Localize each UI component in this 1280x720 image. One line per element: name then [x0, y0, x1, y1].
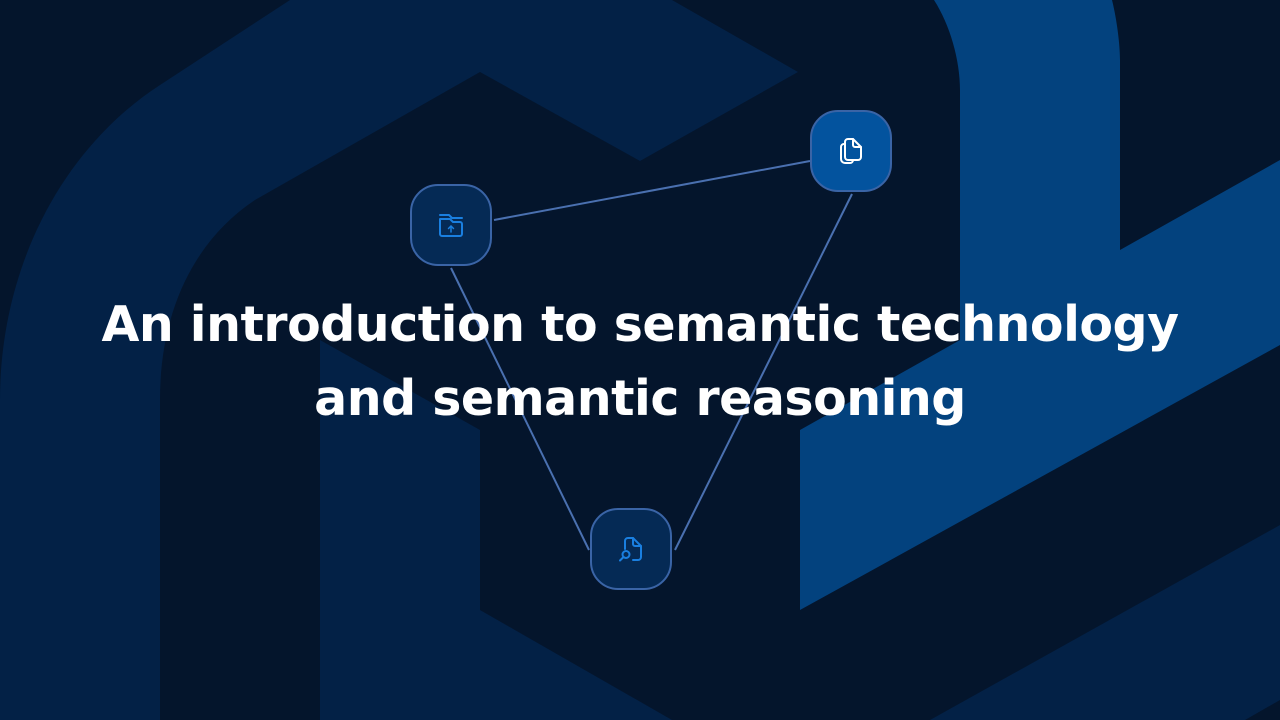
- node-document-search[interactable]: [590, 508, 672, 590]
- connector-documents-search: [674, 193, 853, 551]
- bg-arch-shape: [0, 0, 798, 720]
- folder-upload-icon: [439, 214, 463, 237]
- node-folder-upload[interactable]: [410, 184, 492, 266]
- title-line-2: and semantic reasoning: [314, 370, 966, 427]
- node-documents[interactable]: [810, 110, 892, 192]
- bg-bottom-right-band: [930, 525, 1280, 720]
- title-line-1: An introduction to semantic technology: [101, 296, 1179, 353]
- connector-folder-search: [450, 267, 590, 551]
- slide-title: An introduction to semantic technology a…: [0, 288, 1280, 436]
- bg-bright-bar: [800, 0, 1280, 610]
- bg-inner-column: [320, 340, 672, 720]
- document-search-icon: [619, 537, 642, 562]
- connector-folder-documents: [493, 160, 811, 221]
- documents-copy-icon: [840, 138, 862, 164]
